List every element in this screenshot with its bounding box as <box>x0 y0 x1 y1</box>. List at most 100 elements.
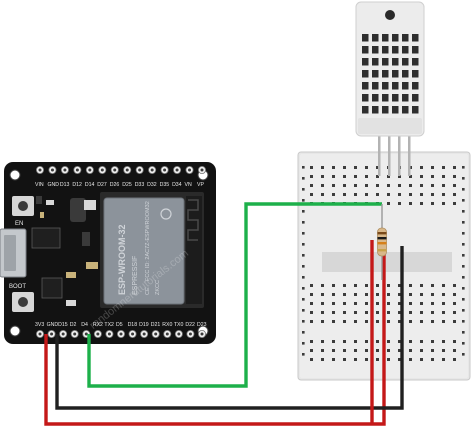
breadboard-hole <box>343 193 346 196</box>
breadboard-hole <box>321 184 324 187</box>
breadboard-hole <box>442 284 445 287</box>
header-pin-hole <box>107 332 111 336</box>
breadboard-hole <box>387 349 390 352</box>
breadboard-hole <box>321 311 324 314</box>
breadboard-hole <box>431 302 434 305</box>
breadboard-hole <box>398 193 401 196</box>
breadboard-hole <box>442 184 445 187</box>
breadboard-hole <box>420 349 423 352</box>
breadboard-hole <box>442 320 445 323</box>
rail-hole <box>462 210 465 213</box>
breadboard-hole <box>387 202 390 205</box>
wire-black-gnd <box>55 246 404 410</box>
breadboard-hole <box>431 358 434 361</box>
breadboard-hole <box>453 184 456 187</box>
rail-hole <box>462 166 465 169</box>
breadboard-hole <box>376 302 379 305</box>
breadboard-hole <box>442 175 445 178</box>
grille-slot <box>392 46 399 54</box>
breadboard-hole <box>376 193 379 196</box>
breadboard-hole <box>420 202 423 205</box>
pin-label: D25 <box>122 182 132 188</box>
grille-slot <box>372 34 379 42</box>
breadboard-hole <box>398 184 401 187</box>
breadboard-hole <box>387 311 390 314</box>
breadboard-hole <box>431 202 434 205</box>
breadboard-hole <box>376 284 379 287</box>
breadboard-hole <box>354 320 357 323</box>
pin-label: D12 <box>72 182 82 188</box>
grille-slot <box>392 34 399 42</box>
breadboard-hole <box>332 302 335 305</box>
header-pin-hole <box>138 168 142 172</box>
grille-slot <box>382 58 389 66</box>
header-pin-hole <box>38 168 42 172</box>
breadboard-hole <box>420 193 423 196</box>
rail-hole <box>302 287 305 290</box>
breadboard-hole <box>453 293 456 296</box>
grille-slot <box>412 58 419 66</box>
breadboard-hole <box>387 175 390 178</box>
header-pin-hole <box>175 168 179 172</box>
rail-hole <box>302 221 305 224</box>
breadboard-hole <box>343 358 346 361</box>
breadboard-hole <box>343 284 346 287</box>
pin-label: GND <box>47 182 59 188</box>
breadboard-hole <box>376 349 379 352</box>
breadboard-hole <box>332 166 335 169</box>
sensor-pin <box>378 134 381 176</box>
breadboard-hole <box>420 358 423 361</box>
sensor-mount-hole <box>385 10 395 20</box>
breadboard-hole <box>343 311 346 314</box>
rail-hole <box>302 243 305 246</box>
breadboard-hole <box>310 193 313 196</box>
breadboard-hole <box>365 166 368 169</box>
pin-label: GND <box>47 322 59 328</box>
breadboard-hole <box>409 358 412 361</box>
breadboard-hole <box>310 358 313 361</box>
rail-hole <box>302 166 305 169</box>
pin-label: RX0 <box>162 322 172 328</box>
pin-label: D27 <box>97 182 107 188</box>
breadboard-hole <box>420 320 423 323</box>
breadboard-hole <box>321 358 324 361</box>
breadboard-hole <box>398 358 401 361</box>
pin-label: D4 <box>81 322 88 328</box>
module-logo <box>160 208 172 220</box>
rail-hole <box>462 276 465 279</box>
breadboard-hole <box>387 358 390 361</box>
pin-label: VP <box>197 182 204 188</box>
breadboard-hole <box>310 184 313 187</box>
breadboard-hole <box>431 349 434 352</box>
resistor-band <box>377 242 387 245</box>
smd-component <box>66 272 76 278</box>
en-button-cap <box>18 201 28 211</box>
breadboard-hole <box>310 166 313 169</box>
pin-label: D34 <box>172 182 182 188</box>
rail-hole <box>462 265 465 268</box>
rail-hole <box>462 177 465 180</box>
grille-slot <box>412 46 419 54</box>
breadboard-hole <box>442 349 445 352</box>
breadboard-hole <box>332 358 335 361</box>
breadboard-hole <box>431 284 434 287</box>
rail-hole <box>302 309 305 312</box>
header-pin-hole <box>61 332 65 336</box>
breadboard-hole <box>343 302 346 305</box>
breadboard-hole <box>310 311 313 314</box>
wire-green-data <box>87 202 382 388</box>
rail-hole <box>302 331 305 334</box>
breadboard-hole <box>453 202 456 205</box>
rail-hole <box>302 265 305 268</box>
sensor-pin <box>388 134 391 176</box>
pin-label: 3V3 <box>35 322 44 328</box>
grille-slot <box>402 70 409 78</box>
breadboard-hole <box>354 311 357 314</box>
breadboard-hole <box>387 184 390 187</box>
breadboard-hole <box>442 302 445 305</box>
pin-label: D22 <box>185 322 195 328</box>
breadboard-hole <box>431 320 434 323</box>
voltage-regulator <box>70 198 86 222</box>
